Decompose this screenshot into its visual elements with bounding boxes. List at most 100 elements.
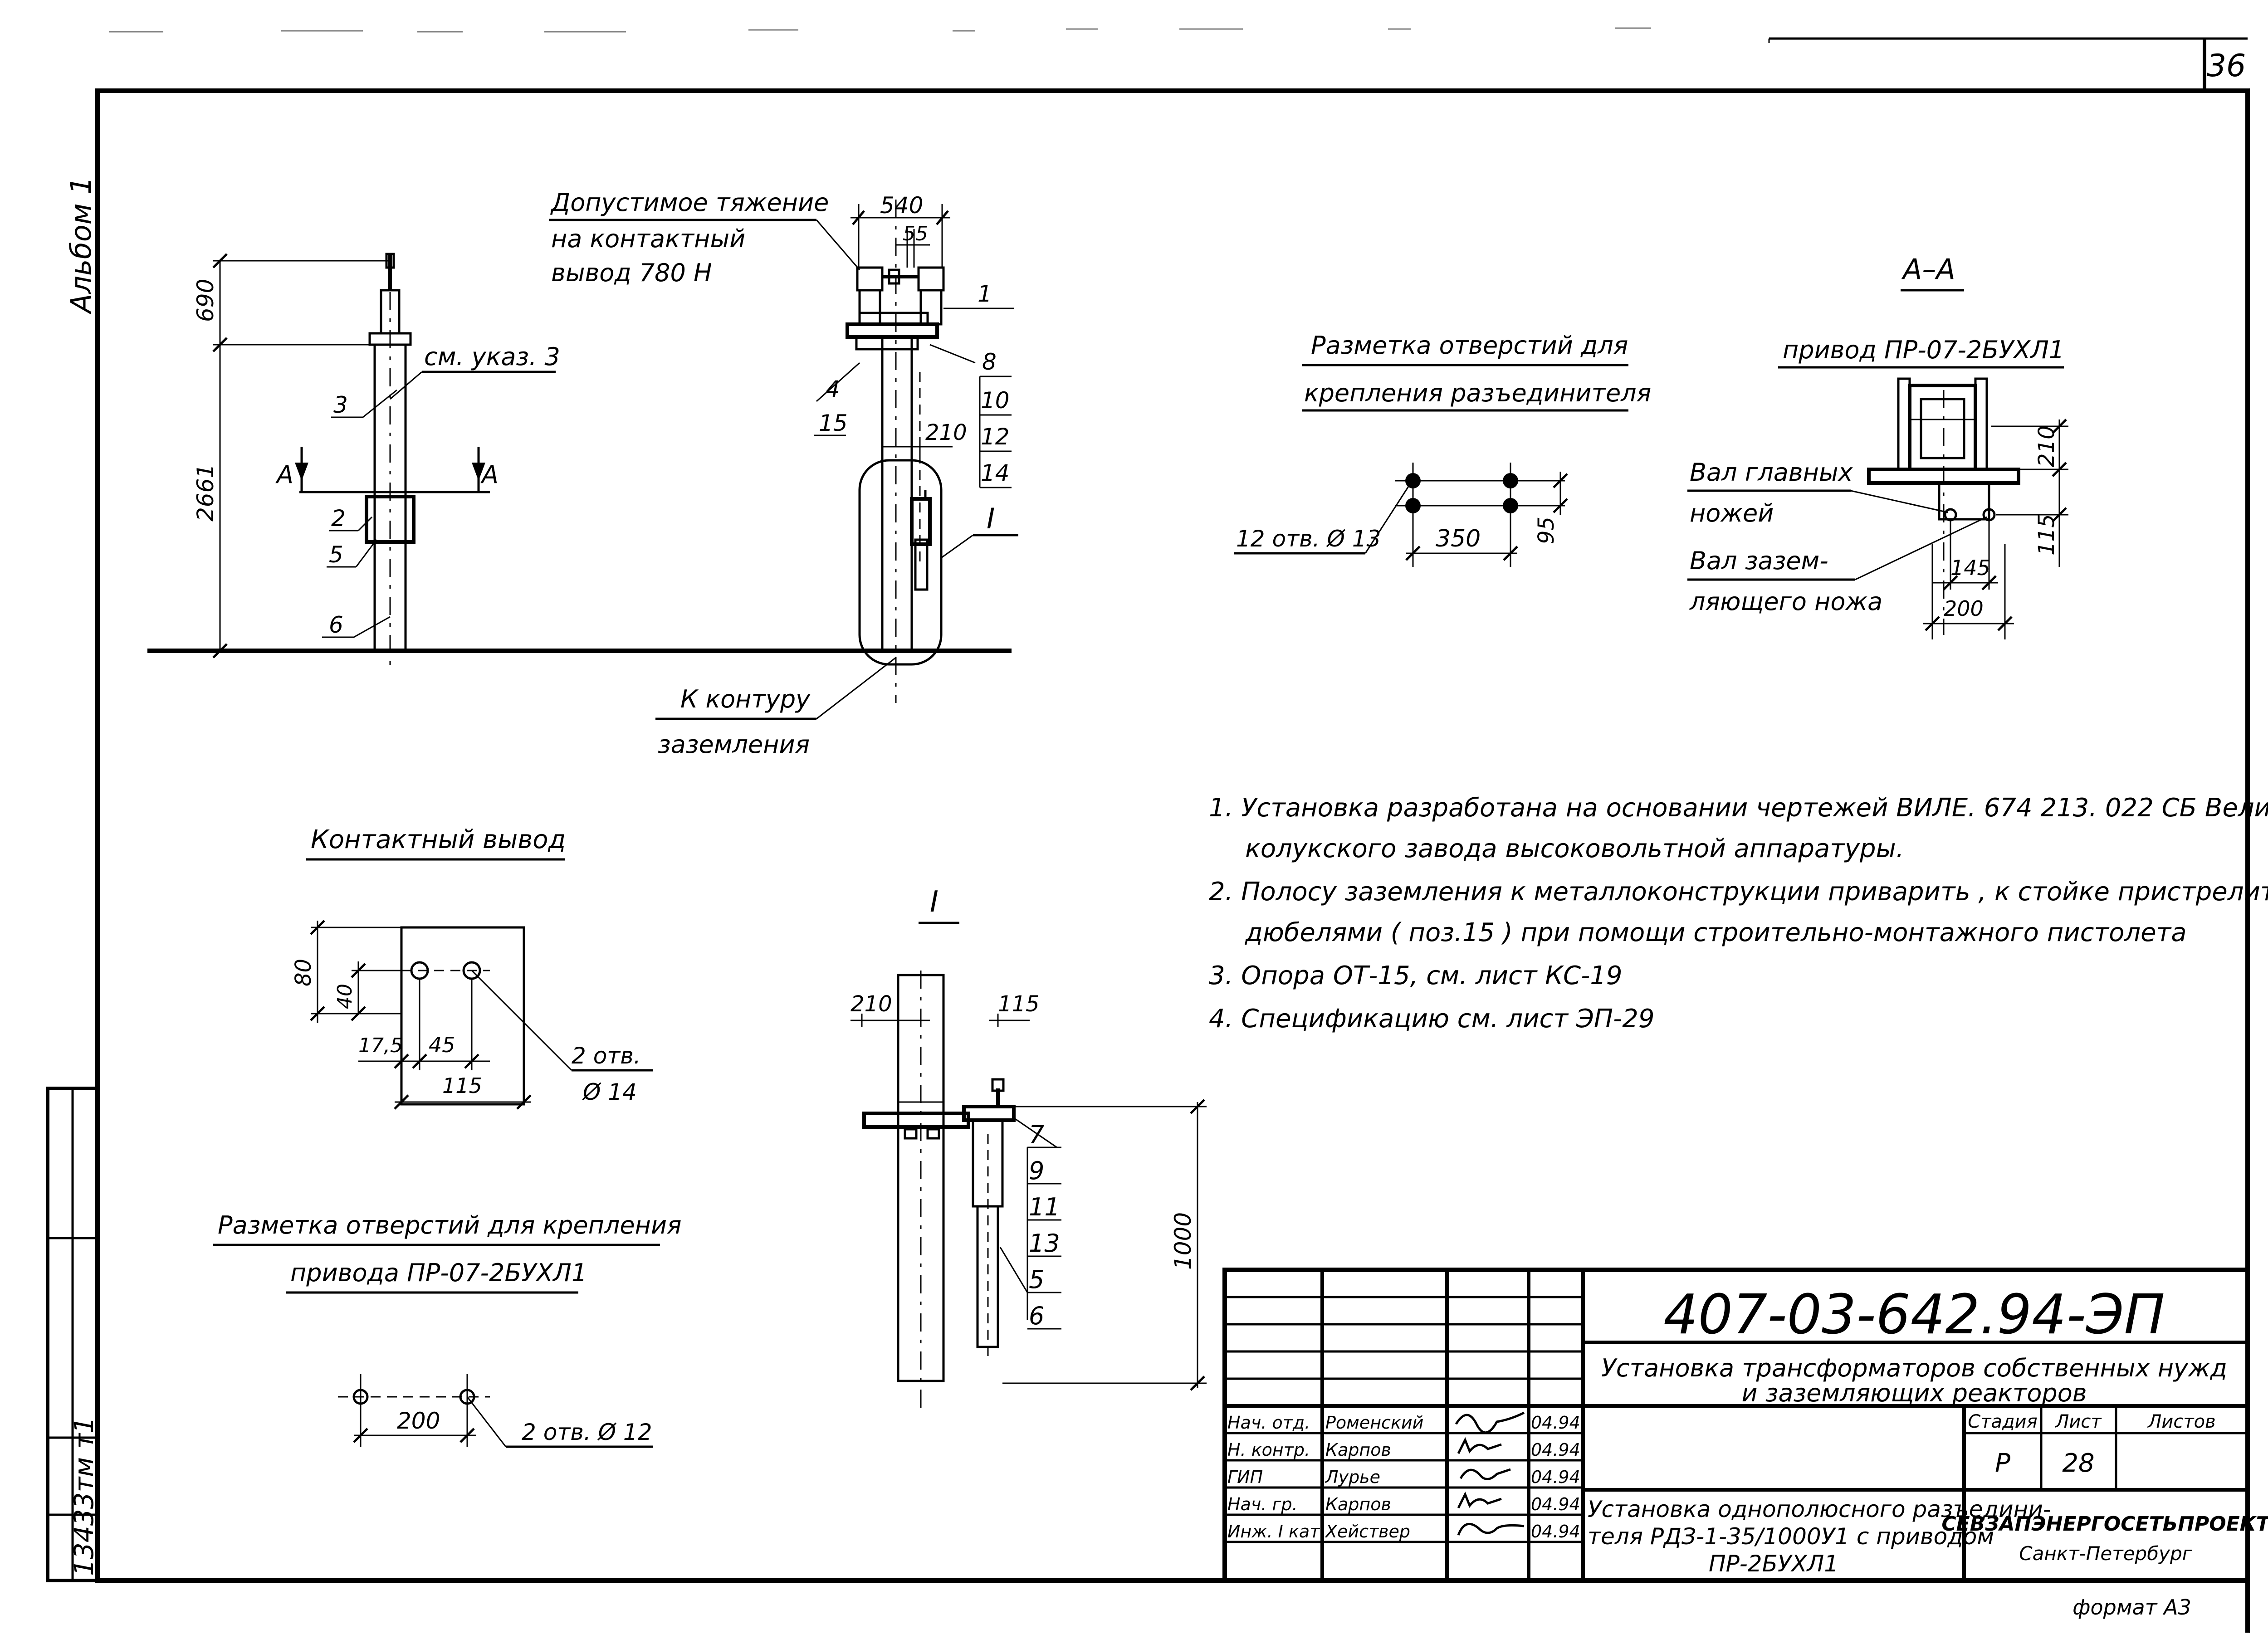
dim-top-height: 690 [192,279,219,322]
project-title-2: и заземляющих реакторов [1741,1379,2087,1407]
sig-date: 04.94 [1531,1413,1580,1433]
pos-left-6: 6 [329,612,343,638]
holes-drive-title-1: Разметка отверстий для крепления [218,1211,682,1239]
tension-note: Допустимое тяжение на контактный вывод 7… [550,188,829,287]
pos-mid-12: 12 [981,424,1010,450]
pos-mid-8: 8 [982,349,997,375]
aa-dim-200: 200 [1944,596,1984,621]
holes-drive-title-2: привода ПР-07-2БУХЛ1 [290,1259,587,1287]
holes-disconnector-label: 12 отв. Ø 13 [1236,526,1381,552]
di-pos-6: 6 [1029,1302,1044,1330]
note-line-1: 1. Установка разработана на основании че… [1209,793,2268,823]
pos-mid-1: 1 [978,281,992,307]
pos-left-2: 2 [331,505,346,532]
sig-date: 04.94 [1531,1440,1580,1460]
label-main-shaft-1: Вал главных [1690,458,1853,487]
document-code: 407-03-642.94-ЭП [1663,1283,2165,1346]
sig-role: Нач. отд. [1227,1413,1310,1433]
pos-mid-14: 14 [981,460,1010,486]
ct-dim-80: 80 [291,959,316,986]
pos-mid-4: 4 [826,376,840,402]
ground-note-2: заземления [658,730,810,759]
aa-dim-145: 145 [1950,556,1990,580]
dim-top-width: 540 [880,192,923,219]
inventory-number: 13433тм т1 [68,1417,99,1576]
ct-dim-40: 40 [333,984,357,1009]
ref-note: см. указ. 3 [424,342,560,371]
sig-role: Инж. I кат. [1227,1522,1325,1541]
svg-text:на контактный: на контактный [551,224,745,253]
album-label: Альбом 1 [64,176,98,315]
holes-drive-view: Разметка отверстий для крепления привода… [213,1211,682,1448]
format-label: формат А3 [2072,1595,2191,1619]
sig-role: Н. контр. [1227,1440,1310,1460]
signature-mark [1459,1468,1511,1480]
aa-dim-115: 115 [2034,514,2059,556]
sig-role: ГИП [1227,1467,1263,1487]
di-pos-5: 5 [1029,1265,1044,1294]
ct-dim-45: 45 [429,1033,455,1057]
sig-name: Роменский [1325,1413,1423,1433]
holes-disconnector-title-1: Разметка отверстий для [1311,331,1628,360]
pos-mid-10: 10 [981,387,1010,414]
svg-text:вывод 780 Н: вывод 780 Н [551,259,712,287]
detail-i-outline [858,459,943,666]
notes: 1. Установка разработана на основании че… [1209,793,2268,1034]
sig-date: 04.94 [1531,1494,1580,1514]
section-mark-right: А [480,460,499,489]
ct-dim-115: 115 [442,1073,482,1098]
signature-mark [1457,1437,1502,1454]
sheet-title-3: ПР-2БУХЛ1 [1709,1551,1838,1577]
section-aa-title: А–А [1901,253,1955,286]
holes-dim-width: 350 [1436,525,1481,552]
holes-dim-height: 95 [1534,517,1559,544]
detail-i-view: I 210 115 1000 7 9 11 13 [850,885,1207,1410]
di-dim-115: 115 [998,991,1040,1017]
dim-offset: 210 [925,420,967,445]
note-line-3: 2. Полосу заземления к металлоконструкци… [1209,877,2268,907]
holes-disconnector-title-2: крепления разъединителя [1304,379,1651,407]
di-pos-11: 11 [1029,1193,1060,1221]
side-stamp [46,1087,99,1582]
sheet-number: 36 [2207,48,2246,84]
dim-main-height: 2661 [192,464,219,522]
header-sheets: Листов [2147,1411,2215,1432]
ct-holes-label-1: 2 отв. [572,1043,641,1069]
section-aa-view: А–А привод ПР-07-2БУХЛ1 210 115 145 [1687,253,2068,639]
project-title-1: Установка трансформаторов собственных ну… [1601,1354,2227,1382]
holes-drive-label: 2 отв. Ø 12 [522,1419,652,1445]
signature-mark [1457,1523,1525,1536]
note-line-5: 3. Опора ОТ-15, см. лист КС-19 [1209,961,1623,990]
di-pos-9: 9 [1029,1156,1044,1185]
note-line-2: колукского завода высоковольтной аппарат… [1245,834,1904,863]
di-dim-210: 210 [850,991,892,1017]
main-elevation: 690 2661 А А см. указ. 3 3 2 5 6 [147,188,1018,759]
note-line-6: 4. Спецификацию см. лист ЭП-29 [1209,1004,1655,1034]
sheet-title-2: теля РДЗ-1-35/1000У1 с приводом [1588,1523,1994,1550]
pos-left-5: 5 [329,541,343,568]
label-ground-shaft-2: ляющего ножа [1689,587,1882,616]
sheet-title-1: Установка однополюсного разъедини- [1588,1496,2051,1522]
value-stage: Р [1995,1449,2010,1478]
holes-drive-dim: 200 [397,1408,440,1434]
signature-mark [1457,1491,1502,1509]
sig-name: Лурье [1325,1467,1380,1487]
title-block [1222,1268,2250,1583]
value-sheet: 28 [2062,1449,2094,1478]
pos-mid-15: 15 [819,410,848,436]
note-line-4: дюбелями ( поз.15 ) при помощи строитель… [1245,918,2187,947]
di-dim-1000: 1000 [1170,1212,1196,1270]
svg-text:Допустимое тяжение: Допустимое тяжение [550,188,829,217]
contact-terminal-title: Контактный вывод [311,825,566,854]
contact-terminal-view: Контактный вывод 80 40 17,5 45 115 2 отв… [291,825,653,1110]
city: Санкт-Петербург [2019,1542,2192,1565]
signature-rows: Нач. отд. Роменский 04.94 Н. контр. Карп… [1227,1411,1580,1541]
header-stage: Стадия [1968,1411,2037,1432]
ct-dim-17-5: 17,5 [358,1034,403,1057]
organization: СЕВЗАПЭНЕРГОСЕТЬПРОЕКТ [1941,1512,2268,1536]
sig-name: Карпов [1325,1494,1391,1514]
di-pos-13: 13 [1029,1229,1060,1258]
holes-disconnector-view: Разметка отверстий для крепления разъеди… [1234,331,1651,567]
aa-dim-210: 210 [2034,425,2059,467]
